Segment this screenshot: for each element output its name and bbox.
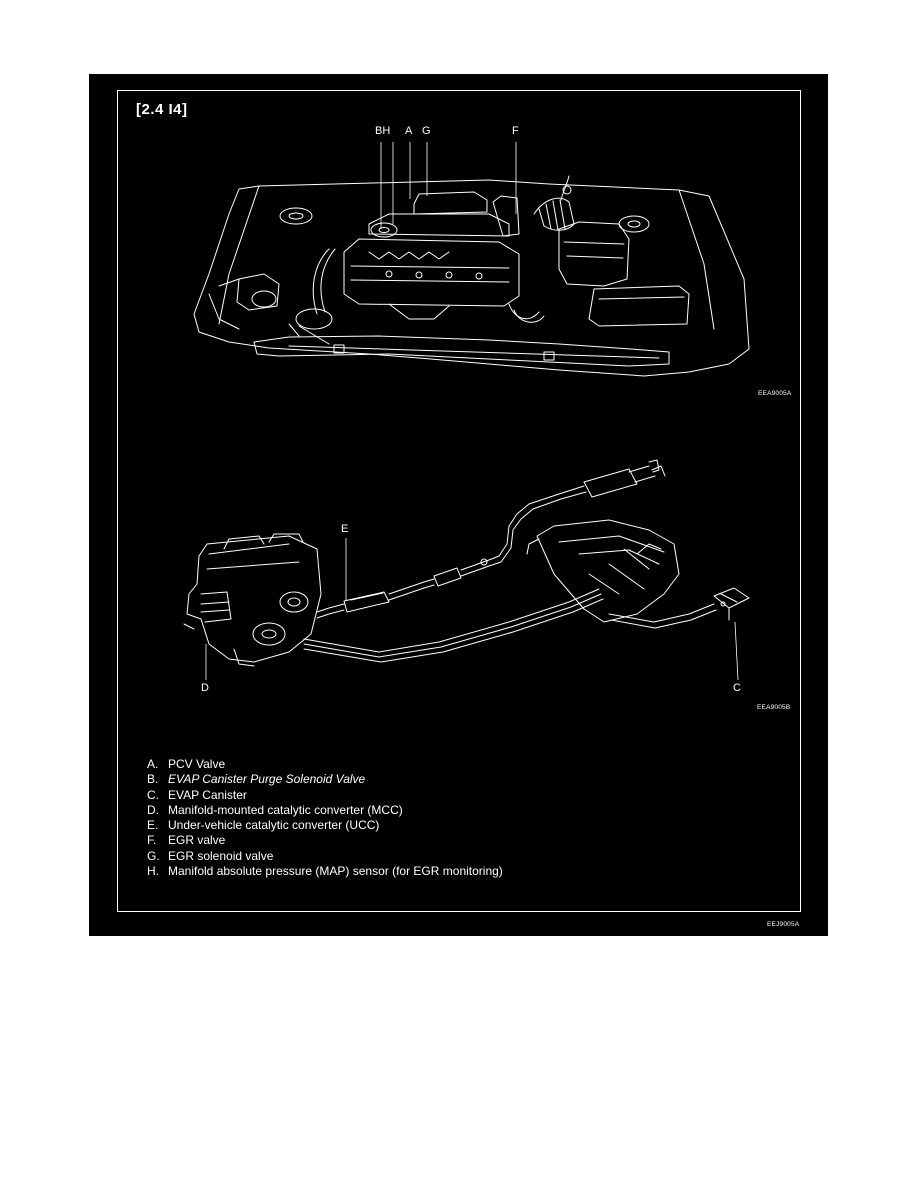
callout-d: D bbox=[201, 682, 209, 694]
bottom-image-code: EEA9005B bbox=[757, 704, 791, 711]
legend-letter: H. bbox=[147, 864, 159, 879]
callout-c: C bbox=[733, 682, 741, 694]
legend-item: B. EVAP Canister Purge Solenoid Valve bbox=[147, 772, 503, 787]
callout-e: E bbox=[341, 523, 349, 535]
page-image-code: EEJ9005A bbox=[767, 921, 800, 928]
legend-letter: G. bbox=[147, 848, 160, 863]
diagram-frame bbox=[117, 90, 801, 912]
engine-spec-title: [2.4 I4] bbox=[136, 101, 188, 118]
legend-item: D. Manifold-mounted catalytic converter (… bbox=[147, 803, 503, 818]
legend-text: EVAP Canister bbox=[168, 787, 247, 802]
callout-a: A bbox=[405, 125, 413, 137]
legend-text: Manifold absolute pressure (MAP) sensor … bbox=[168, 864, 503, 879]
legend-letter: D. bbox=[147, 802, 159, 817]
legend-text: EGR solenoid valve bbox=[168, 848, 274, 863]
diagram-panel: [2.4 I4] bbox=[89, 74, 828, 936]
legend-item: H. Manifold absolute pressure (MAP) senso… bbox=[147, 864, 503, 879]
legend-item: E. Under-vehicle catalytic converter (UCC… bbox=[147, 818, 503, 833]
legend-list: A. PCV Valve B. EVAP Canister Purge Soleno… bbox=[147, 757, 503, 879]
legend-item: F. EGR valve bbox=[147, 833, 503, 848]
exhaust-fuel-system-illustration bbox=[183, 459, 750, 681]
legend-letter: B. bbox=[147, 772, 159, 787]
callout-g: G bbox=[422, 125, 431, 137]
top-image-code: EEA9005A bbox=[758, 390, 792, 397]
legend-text: EVAP Canister Purge Solenoid Valve bbox=[168, 772, 366, 787]
legend-letter: E. bbox=[147, 818, 159, 833]
legend-text: PCV Valve bbox=[168, 757, 226, 771]
legend-item: C. EVAP Canister bbox=[147, 788, 503, 803]
legend-item: A. PCV Valve bbox=[147, 757, 503, 772]
legend-item: G. EGR solenoid valve bbox=[147, 849, 503, 864]
legend-letter: F. bbox=[147, 833, 157, 848]
callout-f: F bbox=[512, 125, 519, 137]
callout-b-h: BH bbox=[375, 125, 391, 137]
legend-text: Manifold-mounted catalytic converter (MC… bbox=[168, 802, 403, 817]
legend-letter: C. bbox=[147, 787, 159, 802]
legend-text: Under-vehicle catalytic converter (UCC) bbox=[168, 818, 380, 833]
engine-compartment-illustration bbox=[193, 142, 750, 377]
legend-letter: A. bbox=[147, 757, 159, 771]
legend-text: EGR valve bbox=[168, 833, 226, 848]
